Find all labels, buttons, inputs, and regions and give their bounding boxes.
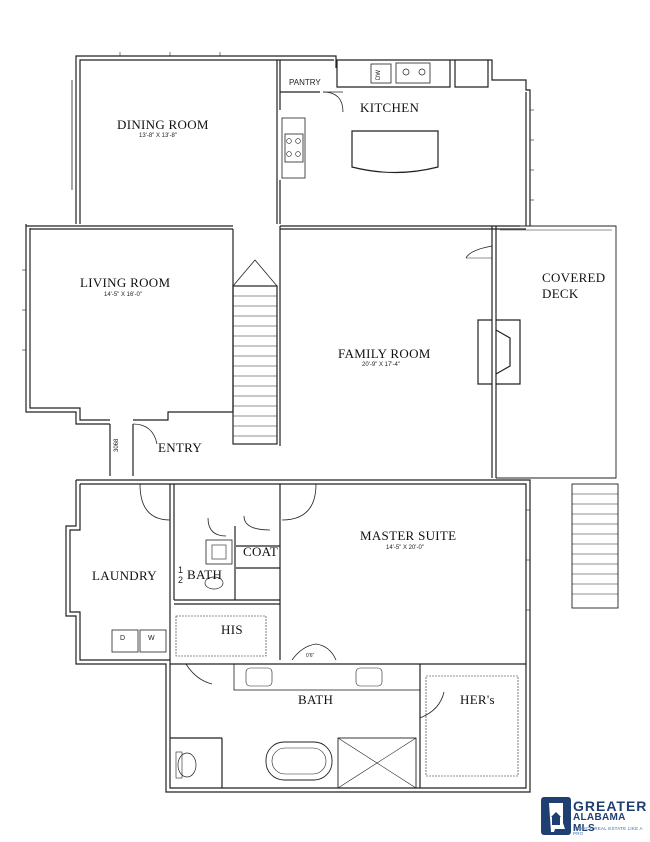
greater-alabama-mls-logo: GREATER ALABAMA MLS SEARCH REAL ESTATE L… xyxy=(541,797,647,839)
kitchen-label: KITCHEN xyxy=(360,100,420,115)
family-room-label: FAMILY ROOM xyxy=(338,346,431,361)
logo-greater-text: GREATER xyxy=(573,798,648,814)
dryer-label: D xyxy=(120,635,126,642)
master-suite-label: MASTER SUITE xyxy=(360,528,457,543)
laundry-label: LAUNDRY xyxy=(92,568,157,583)
covered-deck-label-line1: COVERED xyxy=(542,270,606,285)
entry-door-size: 3068 xyxy=(114,438,120,452)
pantry-label: PANTRY xyxy=(289,78,321,87)
living-room-label: LIVING ROOM xyxy=(80,275,171,290)
living-family-walls xyxy=(25,224,526,478)
logo-alabama-mls-text: ALABAMA MLS xyxy=(573,812,626,834)
half-bath-fraction-top: 1 xyxy=(178,565,184,575)
master-suite-dimensions: 14'-5" X 20'-0" xyxy=(386,545,424,551)
alabama-state-icon xyxy=(541,797,571,835)
dishwasher-label: DW xyxy=(376,70,382,80)
his-closet-label: HIS xyxy=(221,622,243,637)
master-bath-label: BATH xyxy=(298,692,334,707)
family-room-dimensions: 20'-9" X 17'-4" xyxy=(362,362,400,368)
dining-kitchen-walls xyxy=(71,55,531,226)
window-marks xyxy=(22,52,534,611)
washer-label: W xyxy=(148,635,155,642)
dining-room-label: DINING ROOM xyxy=(117,117,209,132)
entry-label: ENTRY xyxy=(158,440,203,455)
hers-closet-label: HER's xyxy=(460,692,495,707)
logo-tagline: SEARCH REAL ESTATE LIKE A PRO xyxy=(573,826,643,836)
dining-room-dimensions: 13'-8" X 13'-8" xyxy=(139,133,177,139)
covered-deck-outline xyxy=(496,225,619,609)
covered-deck-label-line2: DECK xyxy=(542,286,579,301)
coat-closet-label: COAT xyxy=(243,544,279,559)
living-room-dimensions: 14'-5" X 16'-0" xyxy=(104,292,142,298)
lower-floor-walls xyxy=(65,479,531,793)
half-bath-label: BATH xyxy=(187,567,223,582)
bath-door-size: 0'6" xyxy=(306,653,315,659)
half-bath-fraction-bottom: 2 xyxy=(178,575,184,585)
